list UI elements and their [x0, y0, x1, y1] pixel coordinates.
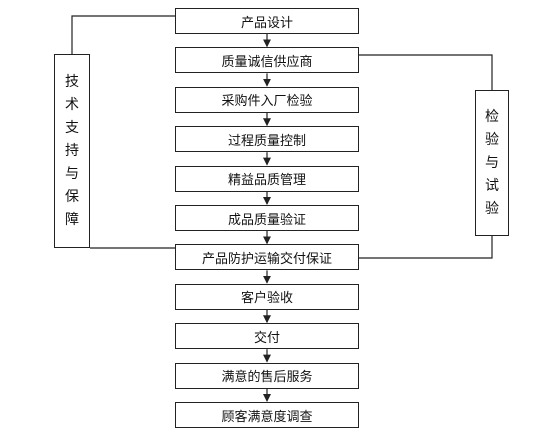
inspection-test-box: 检 验 与 试 验: [475, 90, 509, 236]
flow-step-box: 质量诚信供应商: [175, 47, 359, 74]
inspection-test-char: 验: [485, 131, 499, 148]
flow-step-box: 过程质量控制: [175, 126, 359, 153]
flow-step-box: 交付: [175, 323, 359, 350]
flow-step-box: 产品防护运输交付保证: [175, 244, 359, 271]
tech-support-char: 保: [65, 188, 79, 205]
flow-step-label: 顾客满意度调查: [221, 409, 313, 425]
flow-step-label: 精益品质管理: [227, 173, 306, 189]
inspection-test-char: 试: [485, 177, 499, 194]
flow-step-box: 客户验收: [175, 283, 359, 310]
left-connector: [71, 15, 175, 249]
flow-step-label: 产品设计: [240, 15, 293, 31]
flow-step-box: 产品设计: [175, 8, 359, 34]
flow-step-label: 采购件入厂检验: [221, 94, 313, 110]
inspection-test-char: 与: [485, 154, 499, 171]
tech-support-box: 技 术 支 持 与 保 障: [54, 54, 90, 248]
flow-step-box: 满意的售后服务: [175, 362, 359, 389]
tech-support-char: 术: [65, 96, 79, 113]
flow-step-box: 精益品质管理: [175, 165, 359, 192]
flow-step-label: 质量诚信供应商: [221, 54, 313, 70]
flow-step-box: 成品质量验证: [175, 205, 359, 231]
tech-support-char: 持: [65, 142, 79, 159]
flow-step-label: 产品防护运输交付保证: [201, 251, 332, 267]
inspection-test-char: 检: [485, 108, 499, 125]
flow-step-label: 满意的售后服务: [221, 370, 313, 386]
inspection-test-char: 验: [485, 200, 499, 217]
flow-step-box: 采购件入厂检验: [175, 86, 359, 113]
flow-step-label: 成品质量验证: [227, 212, 306, 228]
tech-support-char: 支: [65, 119, 79, 136]
flow-step-label: 客户验收: [240, 291, 293, 307]
tech-support-char: 技: [65, 73, 79, 90]
tech-support-char: 障: [65, 211, 79, 228]
flow-step-label: 交付: [253, 330, 280, 346]
flow-step-box: 顾客满意度调查: [175, 402, 359, 428]
right-connector: [359, 54, 493, 259]
flow-step-label: 过程质量控制: [227, 133, 306, 149]
tech-support-char: 与: [65, 165, 79, 182]
